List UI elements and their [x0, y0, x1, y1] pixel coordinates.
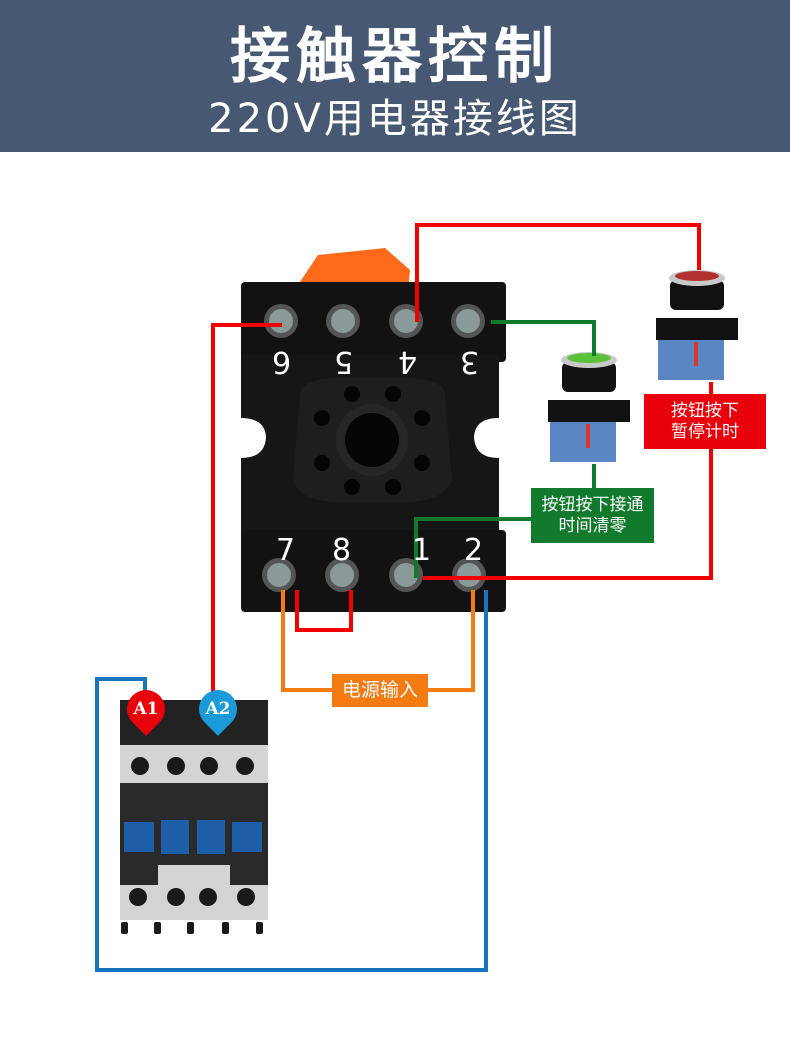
orange-wire-2-power	[426, 590, 475, 692]
a1-badge: A1	[119, 682, 173, 736]
pause-label-line1: 按钮按下	[671, 400, 739, 421]
a1-badge-text: A1	[133, 699, 159, 719]
terminal-label-6: 6	[272, 344, 292, 379]
a2-badge: A2	[191, 682, 245, 736]
page-title: 接触器控制	[230, 22, 560, 92]
pause-label-line2: 暂停计时	[671, 421, 739, 442]
contactor	[120, 700, 268, 934]
reset-label-line1: 按钮按下接通	[541, 494, 644, 515]
terminal-label-2: 2	[464, 533, 484, 568]
red-wire-4-to-pause-button	[415, 223, 701, 322]
red-jumper-7-to-8	[295, 590, 353, 632]
terminal-label-1: 1	[412, 533, 432, 568]
reset-button-label: 按钮按下接通时间清零	[531, 488, 654, 543]
power-input-label: 电源输入	[332, 674, 428, 707]
a2-badge-text: A2	[205, 699, 231, 719]
reset-label-line2: 时间清零	[558, 515, 627, 536]
red-pushbutton	[656, 270, 738, 380]
relay-socket	[241, 248, 506, 612]
terminal-label-4: 4	[398, 344, 418, 379]
header-banner: 接触器控制 220V用电器接线图	[0, 0, 790, 152]
blue-wire-2-to-a1	[95, 590, 488, 972]
socket-orange-clip	[300, 248, 410, 290]
green-wire-label-to-1	[414, 517, 533, 578]
green-wire-3-to-reset-button	[491, 320, 596, 356]
red-wire-6-to-a2	[211, 323, 282, 702]
page-subtitle: 220V用电器接线图	[208, 96, 582, 142]
terminal-label-5: 5	[334, 344, 354, 379]
orange-wire-7-power	[281, 590, 334, 692]
socket-pin-holes	[314, 386, 430, 495]
socket-screws	[262, 304, 486, 592]
terminal-label-7: 7	[276, 533, 296, 568]
terminal-label-8: 8	[332, 533, 352, 568]
green-pushbutton	[548, 352, 630, 462]
pause-button-label: 按钮按下暂停计时	[644, 394, 766, 449]
terminal-label-3: 3	[460, 344, 480, 379]
